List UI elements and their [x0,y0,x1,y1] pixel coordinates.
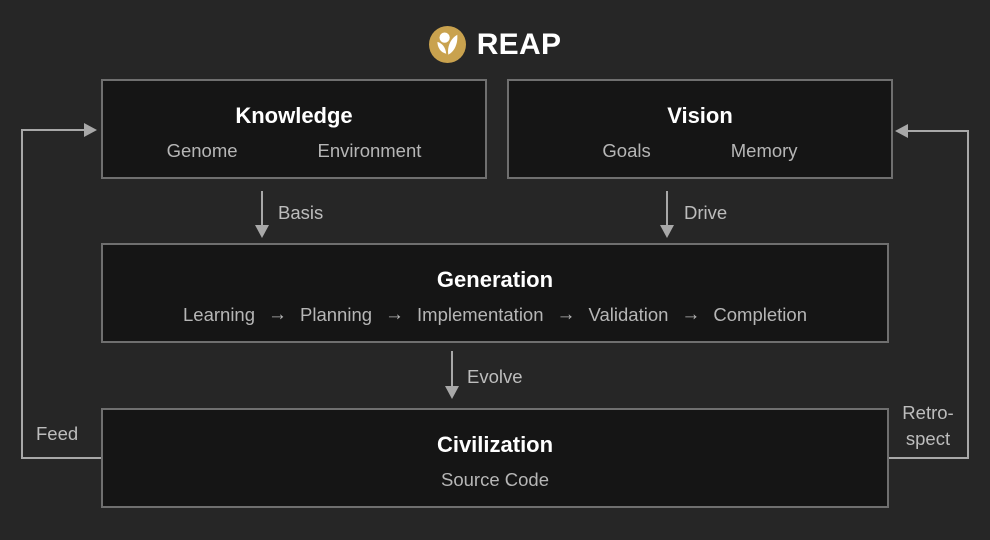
header: REAP [0,26,990,63]
step-arrow-icon: → [681,304,701,325]
item-label: Goals [602,140,651,161]
item-label: Implementation [417,304,544,325]
generation-box: Generation Learning → Planning → Implementat… [101,243,889,343]
feed-loop-line [21,129,101,459]
retrospect-label-line2: spect [905,428,951,449]
civilization-subtitle: Source Code [441,469,549,490]
item-label: Validation [588,304,669,325]
drive-arrowhead-icon [660,225,674,238]
vision-box: Vision Goals Memory [507,79,893,179]
item-label: Genome [166,140,238,161]
step-arrow-icon: → [556,304,576,325]
feed-loop-label: Feed [36,423,79,444]
evolve-arrowhead-icon [445,386,459,399]
generation-title: Generation [436,267,554,292]
app-title: REAP [476,27,562,61]
generation-steps: Learning → Planning → Implementation → Validat… [103,304,887,326]
vision-items: Goals Memory [509,140,891,162]
drive-arrow-label: Drive [684,202,728,223]
step-arrow-icon: → [268,304,288,325]
basis-arrowhead-icon [255,225,269,238]
civilization-title: Civilization [436,432,554,457]
retrospect-loop-label: Retro-spect [896,400,960,452]
item-label: Planning [300,304,373,325]
civilization-box: Civilization Source Code [101,408,889,508]
evolve-arrow-label: Evolve [467,366,523,387]
knowledge-box: Knowledge Genome Environment [101,79,487,179]
retrospect-label-line1: Retro- [902,402,954,423]
step-arrow-icon: → [385,304,405,325]
item-label: Completion [713,304,807,325]
retrospect-arrowhead-icon [895,124,908,138]
vision-title: Vision [667,103,733,128]
item-label: Memory [730,140,798,161]
item-label: Learning [183,304,256,325]
knowledge-title: Knowledge [235,103,353,128]
reap-logo-icon [428,26,466,63]
basis-arrow-label: Basis [278,202,324,223]
feed-arrowhead-icon [84,123,97,137]
item-label: Environment [317,140,422,161]
knowledge-items: Genome Environment [103,140,485,162]
